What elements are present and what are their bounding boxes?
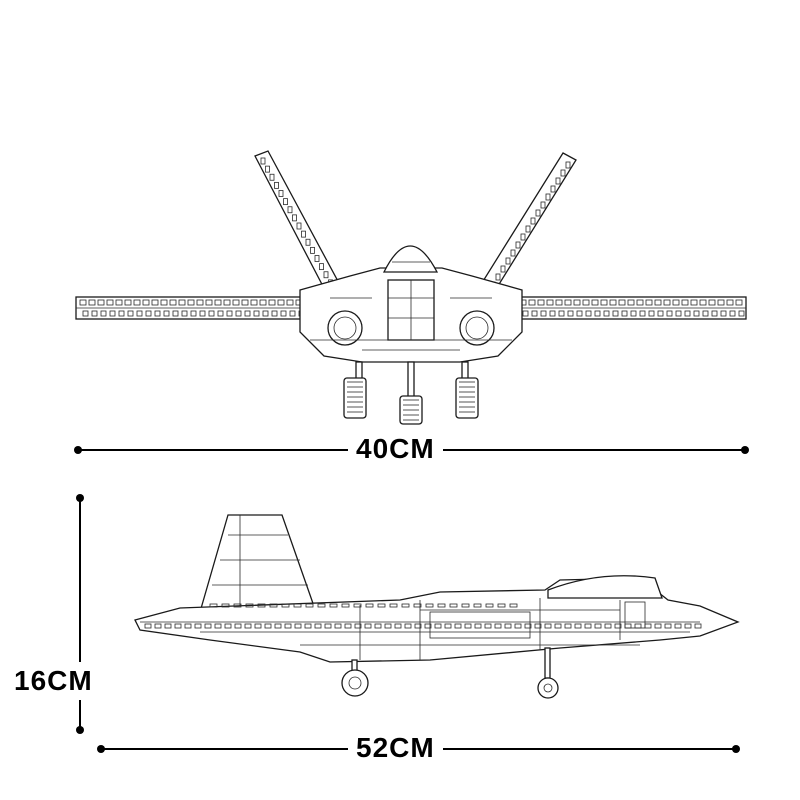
side-canopy [547, 575, 663, 599]
side-main-gear-wheel [341, 669, 369, 697]
nose-gear-strut [407, 361, 415, 399]
left-intake [327, 310, 363, 346]
side-view-aircraft [134, 514, 740, 699]
side-nose-gear-wheel [537, 677, 559, 699]
front-width-label: 40CM [348, 434, 443, 464]
right-gear-wheel [455, 377, 479, 419]
front-view-aircraft [75, 150, 747, 425]
right-gear-strut [461, 361, 469, 381]
side-nose-gear-strut [544, 647, 551, 679]
side-height-label: 16CM [14, 664, 93, 698]
height-dimension-line [76, 494, 84, 734]
side-tail-fin [199, 514, 317, 613]
right-intake [459, 310, 495, 346]
front-canopy [382, 245, 439, 273]
left-gear-strut [355, 361, 363, 381]
left-gear-wheel [343, 377, 367, 419]
side-fuselage [134, 577, 740, 663]
side-length-label: 52CM [348, 733, 443, 763]
right-tail-fin [479, 152, 577, 295]
